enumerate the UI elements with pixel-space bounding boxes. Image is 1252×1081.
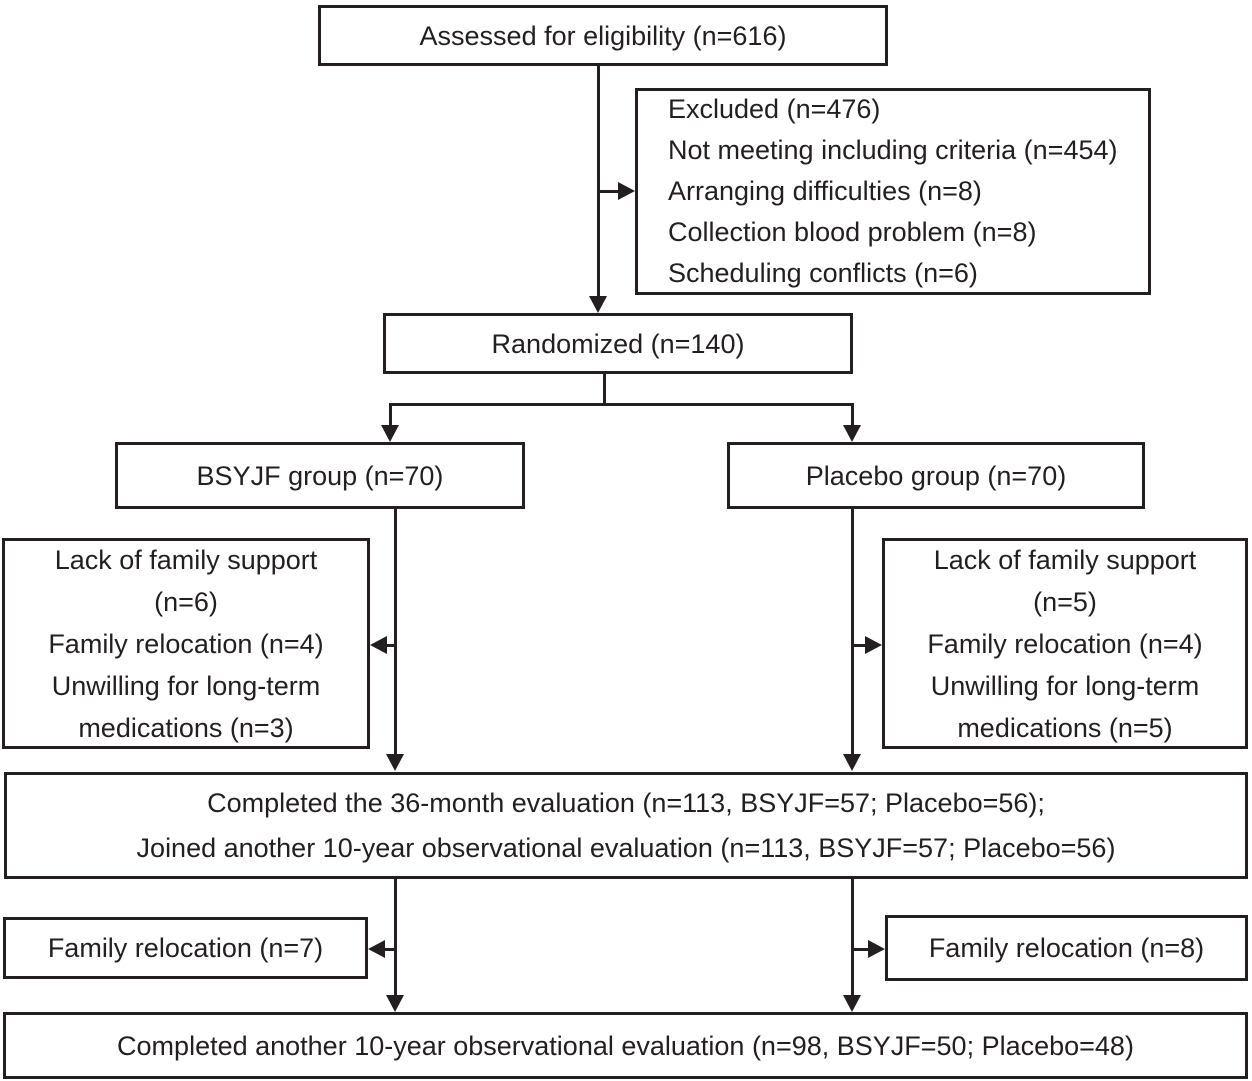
placebo-group-text: Placebo group (n=70) xyxy=(805,460,1067,491)
placebo-dropout-line: medications (n=5) xyxy=(957,712,1173,743)
connector-branch-to-placebo-relocation xyxy=(854,948,870,951)
arrowhead-into-bsyjf-dropout xyxy=(370,636,387,654)
bsyjf-group-box: BSYJF group (n=70) xyxy=(115,442,525,509)
connector-branch-to-placebo-dropout xyxy=(854,644,867,647)
arrowhead-into-bsyjf-group xyxy=(381,425,399,442)
arrowhead-into-placebo-relocation xyxy=(868,940,885,958)
completed-36-month-line: Joined another 10-year observational eva… xyxy=(136,832,1116,863)
arrowhead-into-completed10-right xyxy=(843,995,861,1012)
connector-left-to-completed10 xyxy=(394,878,397,997)
bsyjf-dropout-line: Unwilling for long-term xyxy=(51,670,321,701)
connector-assessed-to-randomized xyxy=(597,65,600,296)
connector-bsyjf-to-completed36 xyxy=(394,508,397,754)
bsyjf-dropout-line: medications (n=3) xyxy=(78,712,294,743)
arrowhead-into-placebo-dropout xyxy=(865,636,882,654)
placebo-dropout-box: Lack of family support (n=5) Family relo… xyxy=(882,538,1248,749)
placebo-dropout-line: Unwilling for long-term xyxy=(930,670,1200,701)
arrowhead-into-bsyjf-relocation xyxy=(368,940,385,958)
bsyjf-dropout-box: Lack of family support (n=6) Family relo… xyxy=(2,538,370,749)
arrowhead-into-completed36-right xyxy=(843,754,861,771)
connector-split-horizontal xyxy=(389,403,854,406)
bsyjf-dropout-line: (n=6) xyxy=(154,586,218,617)
placebo-relocation-text: Family relocation (n=8) xyxy=(928,933,1205,963)
connector-placebo-to-completed36 xyxy=(851,508,854,754)
arrowhead-into-placebo-group xyxy=(843,425,861,442)
connector-split-to-bsyjf xyxy=(389,403,392,427)
connector-branch-to-bsyjf-dropout xyxy=(383,644,396,647)
connector-right-to-completed10 xyxy=(851,878,854,997)
excluded-line: Collection blood problem (n=8) xyxy=(668,217,1037,247)
bsyjf-relocation-box: Family relocation (n=7) xyxy=(3,917,368,979)
connector-branch-to-excluded xyxy=(598,190,620,193)
assessed-eligibility-box: Assessed for eligibility (n=616) xyxy=(318,5,888,66)
bsyjf-dropout-line: Family relocation (n=4) xyxy=(48,628,324,659)
completed-10-year-text: Completed another 10-year observational … xyxy=(117,1030,1134,1061)
arrowhead-into-randomized xyxy=(589,296,607,313)
assessed-eligibility-text: Assessed for eligibility (n=616) xyxy=(419,20,787,51)
placebo-dropout-line: Lack of family support xyxy=(933,544,1197,575)
connector-branch-to-bsyjf-relocation xyxy=(383,948,396,951)
completed-10-year-box: Completed another 10-year observational … xyxy=(3,1012,1248,1079)
bsyjf-relocation-text: Family relocation (n=7) xyxy=(47,933,324,963)
placebo-dropout-line: Family relocation (n=4) xyxy=(927,628,1203,659)
randomized-text: Randomized (n=140) xyxy=(491,328,745,359)
bsyjf-group-text: BSYJF group (n=70) xyxy=(196,460,444,491)
randomized-box: Randomized (n=140) xyxy=(383,313,853,374)
excluded-line: Not meeting including criteria (n=454) xyxy=(668,135,1118,165)
excluded-box: Excluded (n=476) Not meeting including c… xyxy=(635,88,1151,295)
placebo-dropout-line: (n=5) xyxy=(1033,586,1097,617)
arrowhead-into-excluded xyxy=(618,182,635,200)
arrowhead-into-completed36-left xyxy=(386,754,404,771)
arrowhead-into-completed10-left xyxy=(386,995,404,1012)
excluded-line: Excluded (n=476) xyxy=(668,94,881,124)
placebo-group-box: Placebo group (n=70) xyxy=(727,442,1145,509)
connector-split-to-placebo xyxy=(851,403,854,427)
connector-randomized-stub xyxy=(603,373,606,406)
placebo-relocation-box: Family relocation (n=8) xyxy=(885,915,1248,981)
completed-36-month-box: Completed the 36-month evaluation (n=113… xyxy=(4,772,1248,879)
bsyjf-dropout-line: Lack of family support xyxy=(54,544,318,575)
completed-36-month-line: Completed the 36-month evaluation (n=113… xyxy=(207,787,1045,818)
excluded-line: Arranging difficulties (n=8) xyxy=(668,176,982,206)
excluded-line: Scheduling conflicts (n=6) xyxy=(668,258,978,288)
